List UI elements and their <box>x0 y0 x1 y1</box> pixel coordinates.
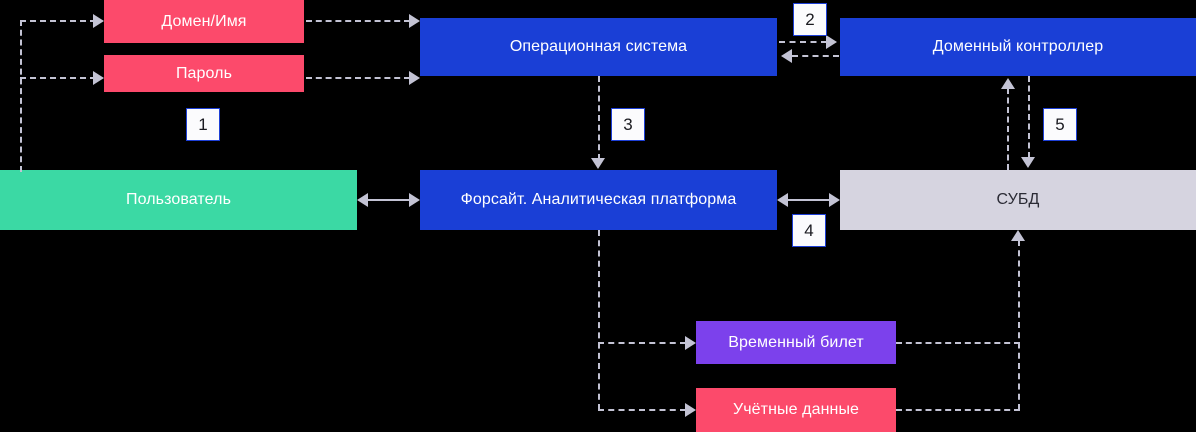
badge-3-label: 3 <box>623 114 633 134</box>
node-temp-ticket[interactable]: Временный билет <box>696 321 896 364</box>
edge-left-rail-to-password <box>20 77 96 79</box>
node-dbms-label: СУБД <box>996 191 1040 208</box>
edge-platform-dbms <box>787 199 833 201</box>
arrowhead-dbms-to-platform <box>777 193 788 207</box>
arrowhead-os-to-platform <box>591 158 605 169</box>
edge-rail-to-temp-ticket <box>598 342 686 344</box>
arrowhead-to-password <box>93 71 104 85</box>
badge-2-label: 2 <box>805 9 815 29</box>
badge-5: 5 <box>1043 108 1077 141</box>
edge-right-rail-to-dbms <box>1018 240 1020 410</box>
badge-1: 1 <box>186 108 220 141</box>
edge-password-to-os <box>306 77 410 79</box>
badge-2: 2 <box>793 3 827 36</box>
badge-5-label: 5 <box>1055 114 1065 134</box>
node-domain-controller-label: Доменный контроллер <box>932 38 1104 55</box>
arrowhead-domain-controller-to-os <box>781 49 792 63</box>
badge-3: 3 <box>611 108 645 141</box>
badge-4-label: 4 <box>804 220 814 240</box>
arrowhead-dbms-to-domain-controller <box>1001 78 1015 89</box>
node-domain-name-label: Домен/Имя <box>161 12 247 30</box>
edge-os-to-platform <box>598 76 600 160</box>
arrowhead-user-to-platform <box>409 193 420 207</box>
node-user[interactable]: Пользователь <box>0 170 357 230</box>
arrowhead-platform-to-user <box>357 193 368 207</box>
node-domain-controller[interactable]: Доменный контроллер <box>840 18 1196 76</box>
edge-dbms-to-domain-controller <box>1007 88 1009 170</box>
node-temp-ticket-label: Временный билет <box>728 333 864 351</box>
edge-domain-name-to-os <box>306 20 410 22</box>
edge-os-to-domain-controller <box>779 41 827 43</box>
node-credentials-label: Учётные данные <box>732 401 860 418</box>
badge-1-label: 1 <box>198 114 208 134</box>
arrowhead-os-to-domain-controller <box>826 35 837 49</box>
node-operating-system[interactable]: Операционная система <box>420 18 777 76</box>
arrowhead-domain-name-to-os <box>409 14 420 28</box>
arrowhead-to-credentials <box>685 403 696 417</box>
arrowhead-right-rail-to-dbms <box>1011 230 1025 241</box>
edge-credentials-to-right-rail <box>896 409 1020 411</box>
edge-left-rail-to-domain-name <box>20 20 96 22</box>
node-operating-system-label: Операционная система <box>509 38 688 55</box>
arrowhead-password-to-os <box>409 71 420 85</box>
edge-rail-to-credentials <box>598 409 686 411</box>
edge-domain-controller-to-dbms <box>1028 76 1030 158</box>
edge-platform-down-rail <box>598 230 600 410</box>
node-password-label: Пароль <box>175 64 233 82</box>
node-dbms[interactable]: СУБД <box>840 170 1196 230</box>
edge-user-platform <box>366 199 412 201</box>
edge-user-to-left-rail <box>20 20 22 172</box>
arrowhead-to-temp-ticket <box>685 336 696 350</box>
node-user-label: Пользователь <box>125 191 232 208</box>
badge-4: 4 <box>792 214 826 247</box>
node-password[interactable]: Пароль <box>104 55 304 92</box>
edge-domain-controller-to-os <box>792 55 839 57</box>
arrowhead-platform-to-dbms <box>829 193 840 207</box>
arrowhead-to-domain-name <box>93 14 104 28</box>
node-domain-name[interactable]: Домен/Имя <box>104 0 304 43</box>
node-credentials[interactable]: Учётные данные <box>696 388 896 432</box>
arrowhead-domain-controller-to-dbms <box>1021 157 1035 168</box>
node-platform-label: Форсайт. Аналитическая платформа <box>460 191 737 208</box>
edge-temp-ticket-to-right-rail <box>896 342 1020 344</box>
node-platform[interactable]: Форсайт. Аналитическая платформа <box>420 170 777 230</box>
